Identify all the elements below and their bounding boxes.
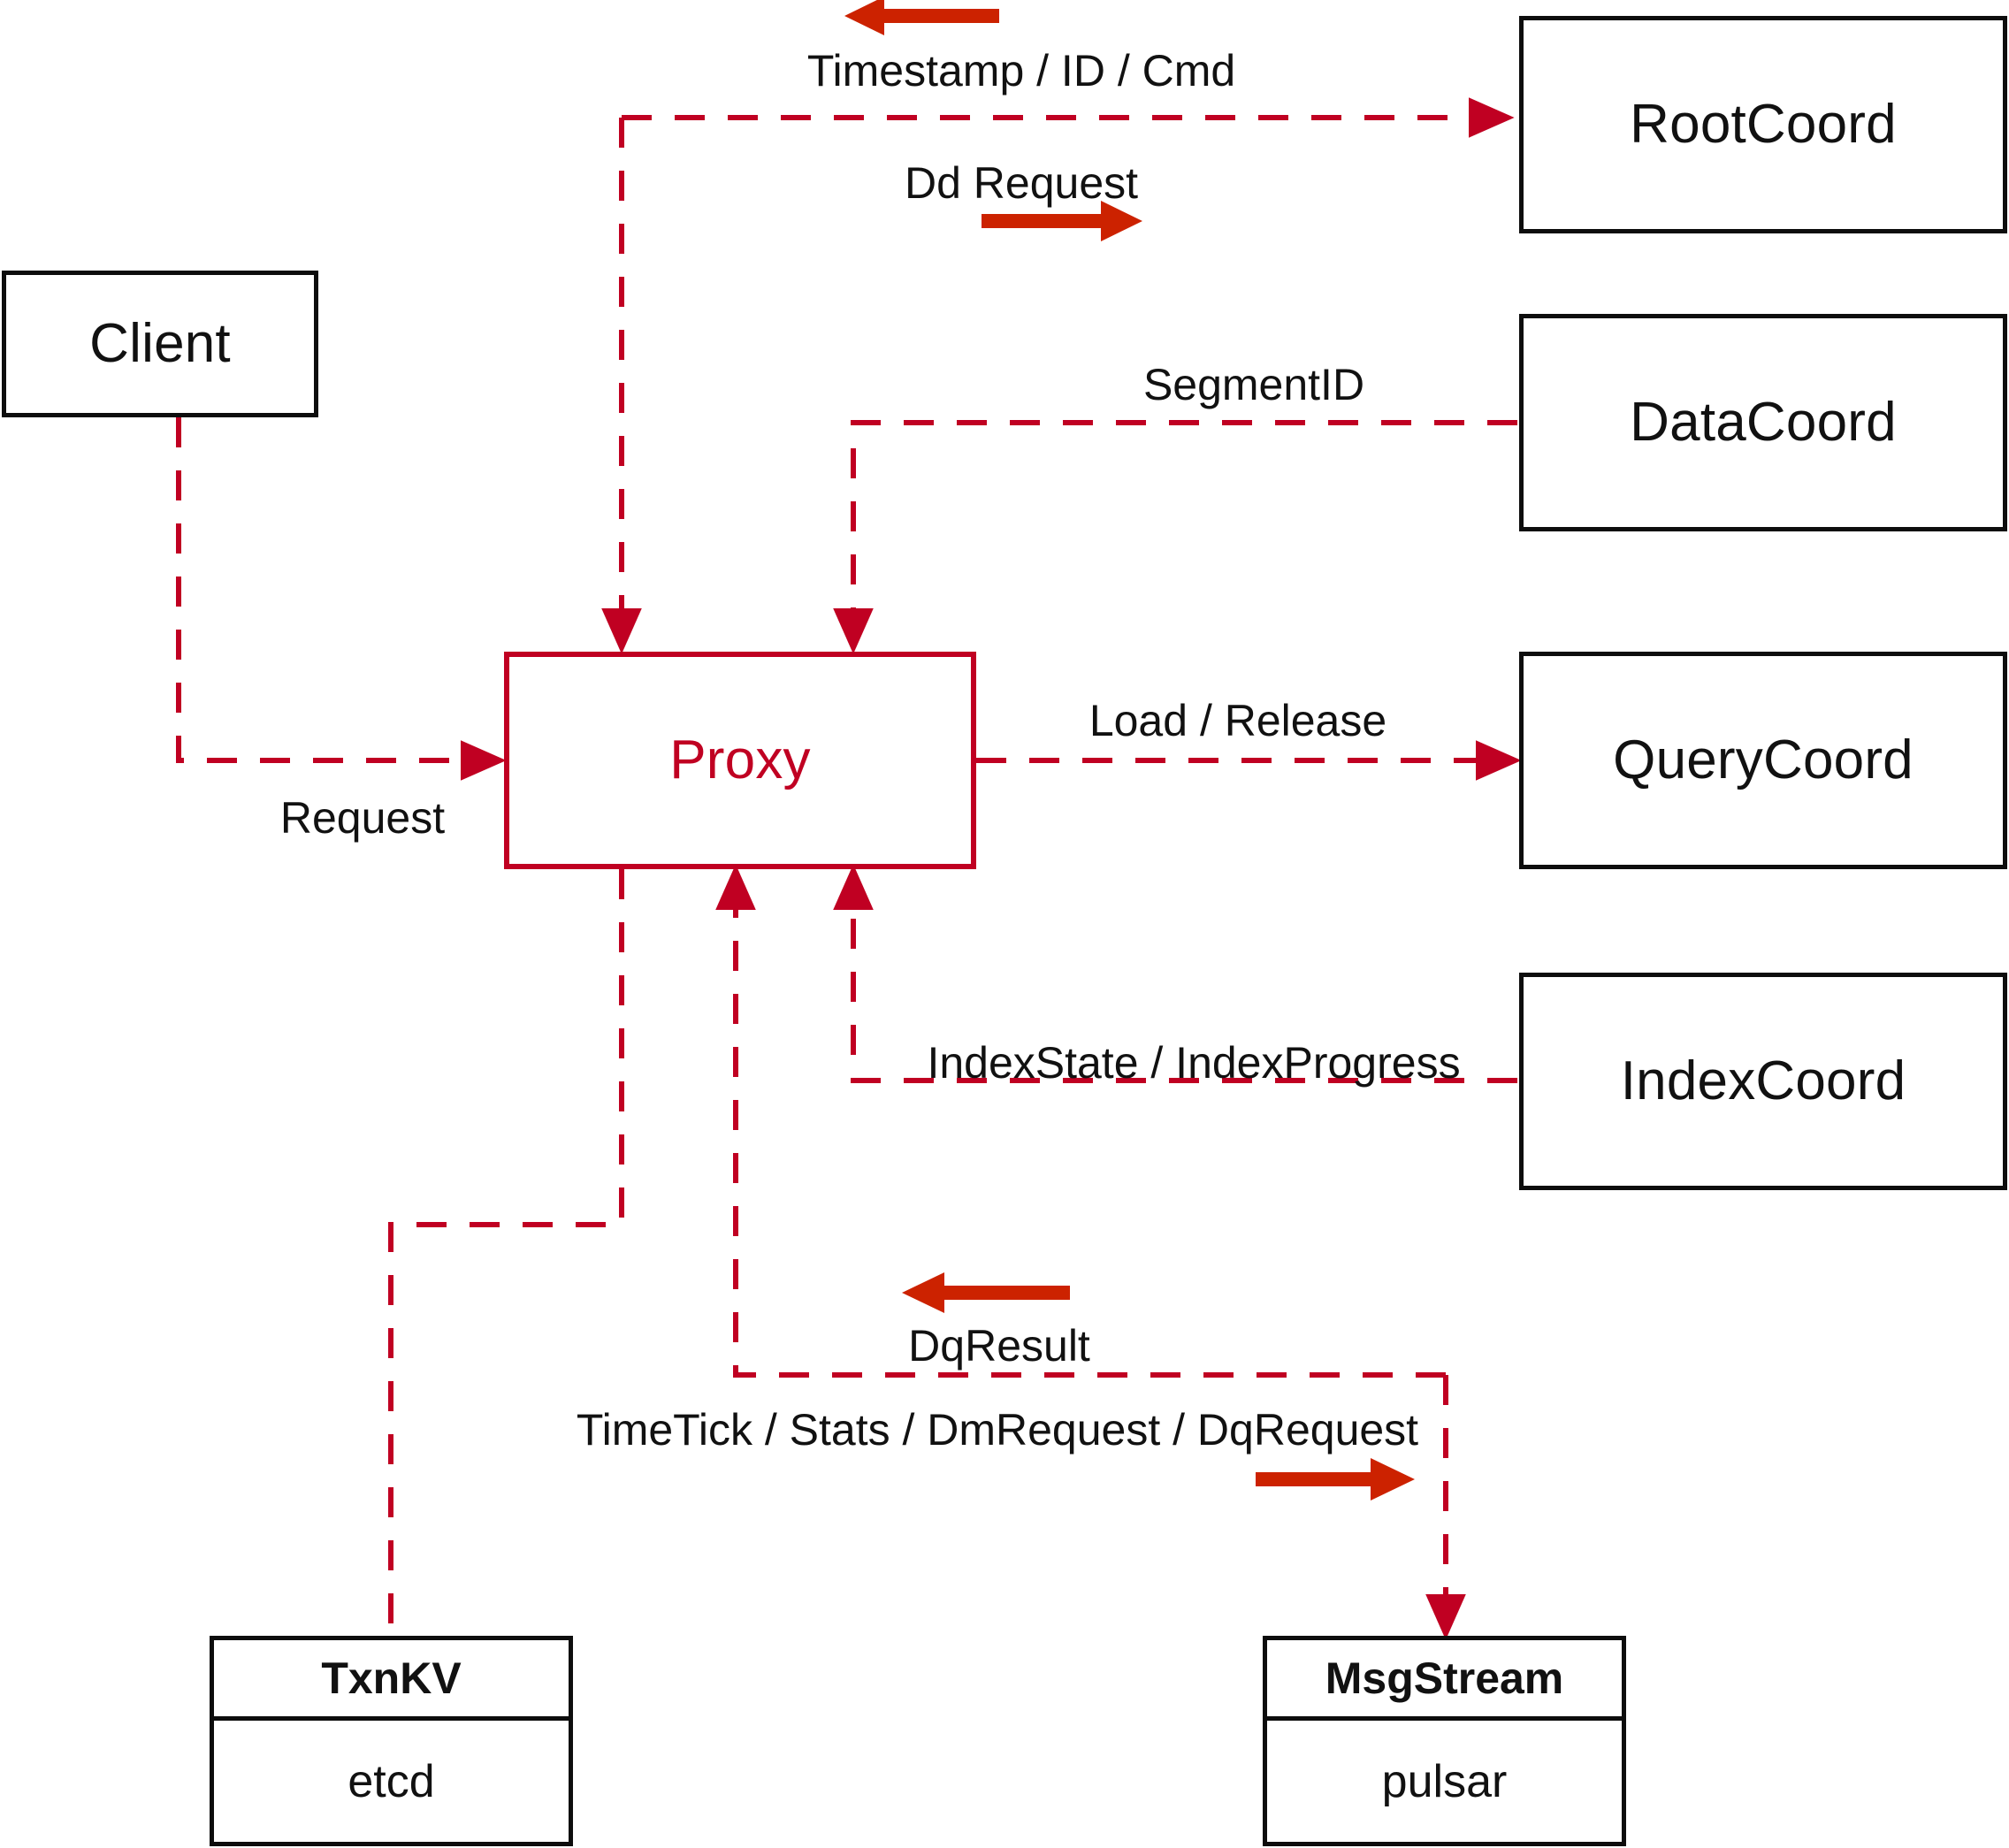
node-txnkv-header: TxnKV <box>214 1640 569 1721</box>
wire-indexcoord-to-proxy <box>833 864 1517 1083</box>
node-datacoord-label: DataCoord <box>1630 392 1897 453</box>
edge-label-timetick-stats-dm-dq: TimeTick / Stats / DmRequest / DqRequest <box>576 1405 1419 1455</box>
node-msgstream-body-label: pulsar <box>1381 1755 1508 1807</box>
edge-label-request: Request <box>279 793 446 843</box>
node-txnkv-body-label: etcd <box>348 1755 435 1807</box>
node-client-label: Client <box>89 313 231 374</box>
edge-label-timestamp-id-cmd: Timestamp / ID / Cmd <box>806 46 1236 95</box>
node-msgstream-body: pulsar <box>1267 1721 1622 1842</box>
node-txnkv[interactable]: TxnKV etcd <box>210 1636 573 1846</box>
wire-msgstream-to-proxy <box>715 864 1446 1378</box>
node-msgstream-header-label: MsgStream <box>1325 1653 1564 1703</box>
edge-label-segment-id: SegmentID <box>1142 360 1365 409</box>
node-txnkv-header-label: TxnKV <box>321 1653 462 1703</box>
node-datacoord[interactable]: DataCoord <box>1519 314 2007 531</box>
node-querycoord-label: QueryCoord <box>1613 729 1914 790</box>
node-rootcoord-label: RootCoord <box>1630 94 1897 155</box>
node-indexcoord[interactable]: IndexCoord <box>1519 973 2007 1190</box>
node-indexcoord-label: IndexCoord <box>1620 1050 1906 1111</box>
edge-label-load-release: Load / Release <box>1089 696 1387 745</box>
edge-label-dq-result: DqResult <box>908 1321 1090 1371</box>
wire-client-to-proxy <box>176 417 507 781</box>
direction-arrow-timestamp-id-cmd <box>844 0 999 35</box>
node-msgstream-header: MsgStream <box>1267 1640 1622 1721</box>
direction-arrow-dq-result <box>902 1272 1070 1313</box>
direction-arrow-timetick-stats <box>1256 1458 1415 1501</box>
node-client[interactable]: Client <box>2 271 318 417</box>
edge-label-index-state-progress: IndexState / IndexProgress <box>927 1038 1461 1088</box>
wire-datacoord-to-proxy <box>833 420 1517 654</box>
node-msgstream[interactable]: MsgStream pulsar <box>1263 1636 1626 1846</box>
edge-label-dd-request: Dd Request <box>904 158 1139 208</box>
node-txnkv-body: etcd <box>214 1721 569 1842</box>
node-proxy[interactable]: Proxy <box>504 652 976 869</box>
node-querycoord[interactable]: QueryCoord <box>1519 652 2007 869</box>
node-proxy-label: Proxy <box>669 729 811 790</box>
node-rootcoord[interactable]: RootCoord <box>1519 16 2007 233</box>
wire-proxy-to-txnkv <box>388 869 624 1636</box>
direction-arrow-dd-request <box>982 201 1142 241</box>
